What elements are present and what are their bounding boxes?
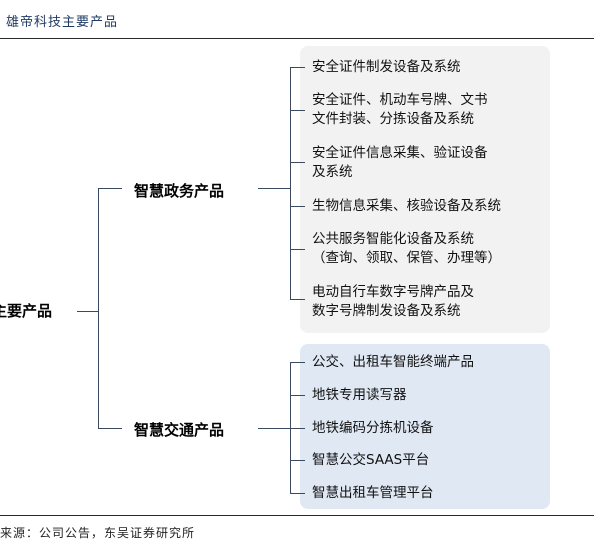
transport-tick-5 xyxy=(290,493,305,494)
transport-item-4: 智慧公交SAAS平台 xyxy=(312,452,430,468)
main-bracket-vertical xyxy=(98,188,99,429)
transport-item-3: 地铁编码分拣机设备 xyxy=(312,420,434,436)
root-node: 主要产品 xyxy=(0,302,53,320)
top-divider xyxy=(0,38,594,39)
transport-tick-3 xyxy=(290,428,305,429)
transport-item-2: 地铁专用读写器 xyxy=(312,387,407,403)
gov-tick-2 xyxy=(290,110,305,111)
gov-item-2: 安全证件、机动车号牌、文书 文件封装、分拣设备及系统 xyxy=(312,92,488,127)
transport-tick-2 xyxy=(290,395,305,396)
gov-tick-6 xyxy=(290,299,305,300)
gov-item-1: 安全证件制发设备及系统 xyxy=(312,59,461,75)
transport-connector xyxy=(258,428,290,429)
transport-item-5: 智慧出租车管理平台 xyxy=(312,485,434,501)
figure-title: 雄帝科技主要产品 xyxy=(6,15,119,30)
gov-tick-4 xyxy=(290,206,305,207)
gov-tick-3 xyxy=(290,162,305,163)
gov-item-3: 安全证件信息采集、验证设备 及系统 xyxy=(312,145,488,180)
category-transport: 智慧交通产品 xyxy=(134,421,225,439)
gov-item-5: 公共服务智能化设备及系统 （查询、领取、保管、办理等） xyxy=(312,231,501,266)
transport-tick-4 xyxy=(290,460,305,461)
gov-item-4: 生物信息采集、核验设备及系统 xyxy=(312,198,501,214)
gov-products-panel xyxy=(300,46,550,333)
bracket-to-transport xyxy=(98,428,122,429)
gov-item-6: 电动自行车数字号牌产品及 数字号牌制发设备及系统 xyxy=(312,284,474,319)
transport-tick-1 xyxy=(290,362,305,363)
gov-tick-5 xyxy=(290,249,305,250)
category-gov: 智慧政务产品 xyxy=(134,182,225,200)
bracket-to-gov xyxy=(98,188,122,189)
gov-tick-1 xyxy=(290,67,305,68)
source-note: 来源：公司公告，东吴证券研究所 xyxy=(0,526,196,540)
transport-item-1: 公交、出租车智能终端产品 xyxy=(312,354,474,370)
root-connector xyxy=(77,311,98,312)
gov-connector xyxy=(258,188,290,189)
transport-products-panel xyxy=(300,344,550,509)
bottom-divider xyxy=(0,515,594,516)
transport-bracket-vertical xyxy=(290,362,291,493)
gov-bracket-vertical xyxy=(290,67,291,299)
